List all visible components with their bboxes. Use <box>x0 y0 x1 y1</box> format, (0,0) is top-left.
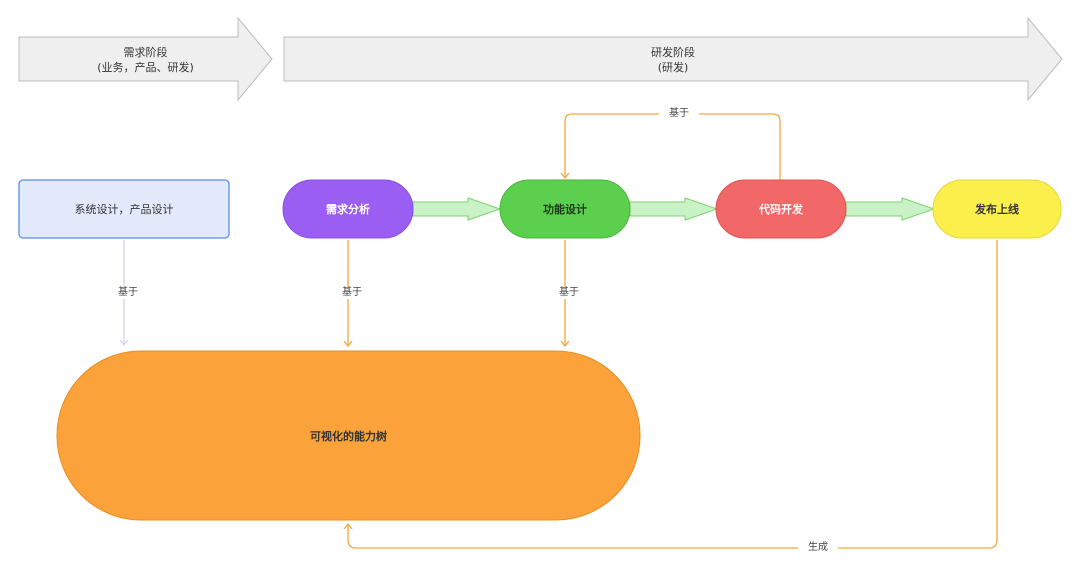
node-func-design-label: 功能设计 <box>543 203 587 216</box>
node-capability-tree[interactable] <box>56 350 641 521</box>
flow-arrow-func-to-code <box>629 197 719 221</box>
phase-development-title: 研发阶段 <box>651 46 695 59</box>
node-req-analysis-label: 需求分析 <box>326 203 370 216</box>
phase-requirement-title: 需求阶段 <box>123 46 168 59</box>
flow-arrow-req-to-func <box>412 197 502 221</box>
phase-requirement-label: 需求阶段 (业务，产品、研发) <box>19 45 272 75</box>
node-code-dev[interactable] <box>715 179 847 239</box>
connector-code-to-func <box>565 113 781 180</box>
phase-requirement-subtitle: (业务，产品、研发) <box>97 61 194 74</box>
node-capability-tree-label: 可视化的能力树 <box>310 429 387 443</box>
node-system-design[interactable] <box>18 179 230 239</box>
flow-arrow-code-to-release <box>845 197 936 221</box>
node-code-dev-label: 代码开发 <box>759 203 803 216</box>
node-system-design-label: 系统设计，产品设计 <box>74 203 174 216</box>
phase-development-subtitle: (研发) <box>657 61 689 74</box>
node-func-design[interactable] <box>499 179 631 239</box>
phase-arrow-requirement <box>18 16 273 102</box>
node-release-label: 发布上线 <box>975 203 1019 216</box>
edge-label-based-on-req: 基于 <box>332 287 372 299</box>
edge-label-based-on-func: 基于 <box>549 287 589 299</box>
phase-arrow-development <box>283 16 1063 102</box>
node-req-analysis[interactable] <box>282 179 414 239</box>
node-release[interactable] <box>932 179 1062 239</box>
phase-development-label: 研发阶段 (研发) <box>284 45 1062 75</box>
edge-label-based-on-top: 基于 <box>659 108 699 120</box>
edge-label-based-on-system: 基于 <box>108 287 148 299</box>
edge-label-generate: 生成 <box>798 542 838 554</box>
connector-release-to-tree <box>348 240 998 549</box>
